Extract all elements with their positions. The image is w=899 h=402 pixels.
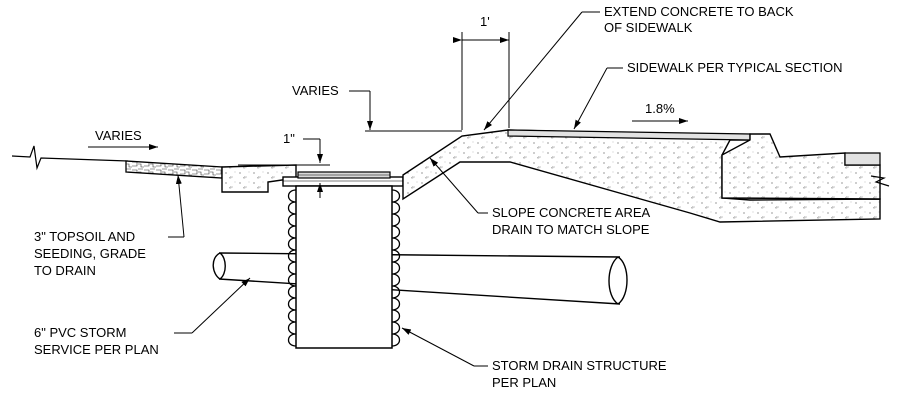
drain-grate	[282, 171, 404, 187]
curb-and-gutter	[721, 133, 890, 200]
storm-drain-structure	[287, 185, 401, 349]
label-topsoil-1: 3" TOPSOIL AND	[34, 229, 135, 244]
leader-extend-concrete	[483, 11, 600, 131]
grade-break-line	[11, 145, 129, 171]
label-storm-drain-2: PER PLAN	[492, 375, 556, 390]
topsoil-layer	[125, 160, 223, 179]
label-extend-concrete-2: OF SIDEWALK	[604, 20, 693, 35]
label-one-foot: 1'	[480, 14, 490, 29]
label-pvc-1: 6" PVC STORM	[34, 325, 127, 340]
leader-slope-concrete	[429, 157, 488, 214]
dimension-one-inch	[238, 138, 330, 198]
label-topsoil-3: TO DRAIN	[34, 263, 96, 278]
leader-topsoil	[168, 174, 185, 238]
varies-top-leader	[349, 90, 462, 132]
label-sidewalk: SIDEWALK PER TYPICAL SECTION	[627, 60, 843, 75]
label-extend-concrete-1: EXTEND CONCRETE TO BACK	[604, 4, 794, 19]
label-slope-concrete-1: SLOPE CONCRETE AREA	[492, 205, 651, 220]
label-varies-top: VARIES	[292, 83, 339, 98]
label-topsoil-2: SEEDING, GRADE	[34, 246, 146, 261]
leader-storm-drain	[401, 327, 488, 367]
label-pvc-2: SERVICE PER PLAN	[34, 342, 159, 357]
dimension-one-foot	[453, 32, 510, 130]
label-slope-concrete-2: DRAIN TO MATCH SLOPE	[492, 222, 650, 237]
leader-sidewalk	[573, 67, 623, 130]
label-slope-percent: 1.8%	[645, 101, 675, 116]
label-varies-left: VARIES	[95, 128, 142, 143]
label-one-inch: 1"	[283, 131, 295, 146]
leader-pvc	[174, 277, 251, 334]
label-storm-drain-1: STORM DRAIN STRUCTURE	[492, 358, 667, 373]
pvc-storm-pipe	[212, 252, 628, 305]
